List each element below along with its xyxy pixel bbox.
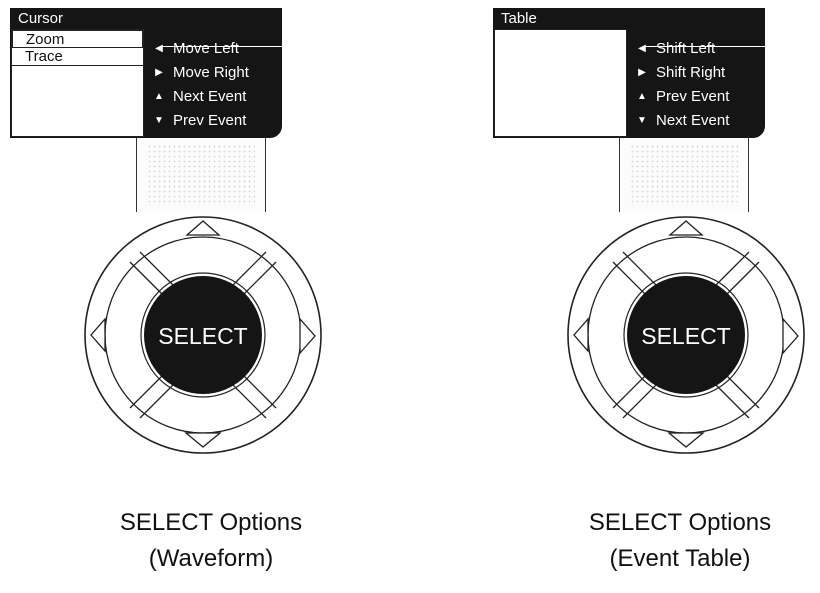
bezel-neck: [136, 138, 266, 212]
up-triangle-icon: ▲: [154, 90, 164, 102]
select-options-waveform-panel: Cursor Zoom Trace ◀ Move Left ▶ Move Right…: [0, 0, 322, 593]
left-triangle-icon: ◀: [638, 42, 646, 54]
action-label: Prev Event: [173, 111, 247, 129]
caption: SELECT Options (Event Table): [530, 505, 820, 577]
caption: SELECT Options (Waveform): [61, 505, 361, 577]
left-arrow-icon[interactable]: [90, 317, 106, 353]
direction-pad: SELECT: [84, 216, 322, 454]
up-arrow-icon[interactable]: [185, 220, 221, 236]
action-label: Move Left: [173, 39, 239, 57]
divider: [643, 46, 775, 47]
action-shift-left[interactable]: ◀ Shift Left: [635, 36, 763, 60]
menu-list: Zoom Trace: [11, 29, 144, 137]
bezel-neck: [619, 138, 749, 212]
down-arrow-icon[interactable]: [667, 432, 705, 448]
caption-line1: SELECT Options: [588, 509, 772, 536]
action-label: Shift Right: [656, 63, 726, 81]
left-triangle-icon: ◀: [155, 42, 163, 54]
up-arrow-icon[interactable]: [668, 220, 704, 236]
right-arrow-icon[interactable]: [299, 317, 316, 355]
action-prev-event[interactable]: ▲ Prev Event: [635, 84, 763, 108]
action-list: ◀ Shift Left ▶ Shift Right ▲ Prev Event ▼ Ne…: [635, 36, 763, 132]
right-triangle-icon: ▶: [638, 66, 646, 78]
right-triangle-icon: ▶: [155, 66, 163, 78]
action-label: Prev Event: [656, 87, 730, 105]
action-label: Shift Left: [656, 39, 716, 57]
action-next-event[interactable]: ▲ Next Event: [152, 84, 280, 108]
menu-title: Cursor: [18, 10, 64, 27]
right-arrow-icon[interactable]: [782, 317, 799, 355]
select-options-event-table-panel: Table ◀ Shift Left ▶ Shift Right ▲ Prev Eve…: [483, 0, 805, 593]
menu-list: [494, 29, 627, 137]
menu-title: Table: [501, 10, 537, 27]
up-triangle-icon: ▲: [637, 90, 647, 102]
table-menu: Table ◀ Shift Left ▶ Shift Right ▲ Prev Eve…: [493, 8, 775, 138]
down-arrow-icon[interactable]: [184, 432, 222, 448]
cursor-menu: Cursor Zoom Trace ◀ Move Left ▶ Move Right…: [10, 8, 292, 138]
action-label: Next Event: [173, 87, 247, 105]
select-button[interactable]: [627, 276, 745, 394]
action-shift-right[interactable]: ▶ Shift Right: [635, 60, 763, 84]
select-button[interactable]: [144, 276, 262, 394]
action-label: Move Right: [173, 63, 249, 81]
action-next-event[interactable]: ▼ Next Event: [635, 108, 763, 132]
caption-line1: SELECT Options: [119, 509, 303, 536]
direction-pad: SELECT: [567, 216, 805, 454]
select-label: SELECT: [641, 323, 730, 349]
action-move-left[interactable]: ◀ Move Left: [152, 36, 280, 60]
caption-line2: (Event Table): [609, 545, 751, 572]
action-prev-event[interactable]: ▼ Prev Event: [152, 108, 280, 132]
down-triangle-icon: ▼: [154, 114, 164, 126]
action-label: Next Event: [656, 111, 730, 129]
select-label: SELECT: [158, 323, 247, 349]
caption-line2: (Waveform): [148, 545, 274, 572]
menu-item-trace[interactable]: Trace: [12, 48, 143, 66]
action-list: ◀ Move Left ▶ Move Right ▲ Next Event ▼ Prev…: [152, 36, 280, 132]
action-move-right[interactable]: ▶ Move Right: [152, 60, 280, 84]
left-arrow-icon[interactable]: [573, 317, 589, 353]
divider: [160, 46, 292, 47]
down-triangle-icon: ▼: [637, 114, 647, 126]
menu-item-zoom[interactable]: Zoom: [12, 30, 143, 48]
